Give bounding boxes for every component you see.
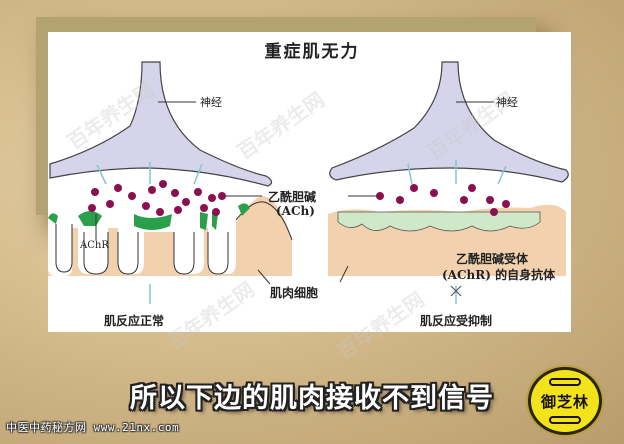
ach-molecules — [88, 180, 510, 216]
release-arrows — [96, 160, 507, 304]
subtitle-caption: 所以下边的肌肉接收不到信号 — [130, 383, 494, 414]
logo-ornament-top — [549, 378, 581, 386]
left-muscle-cell — [48, 196, 293, 276]
muscle-cell-label: 肌肉细胞 — [270, 286, 319, 300]
right-nerve-terminal — [329, 61, 569, 183]
diagram-title: 重症肌无力 — [264, 42, 360, 62]
site-footer: 中医中药秘方网 www.21nx.com — [6, 421, 180, 434]
ach-label: 乙酰胆碱 — [268, 190, 317, 204]
brand-logo: 御芝林 — [528, 367, 602, 435]
left-nerve-label: 神经 — [200, 96, 222, 109]
diagram-board — [48, 32, 571, 332]
ach-abbrev-label: (ACh) — [276, 204, 315, 218]
right-nerve-label: 神经 — [496, 96, 518, 109]
left-result-label: 肌反应正常 — [104, 314, 165, 328]
right-result-label: 肌反应受抑制 — [420, 314, 493, 328]
left-nerve-terminal — [49, 61, 273, 187]
logo-ornament-bottom — [549, 416, 581, 424]
blocked-marker — [450, 285, 462, 297]
antibody-label: 乙酰胆碱受体 — [456, 252, 529, 266]
logo-text: 御芝林 — [540, 392, 589, 411]
right-muscle-cell — [328, 204, 566, 276]
leader-lines — [95, 101, 494, 285]
antibody-abbrev-label: (AChR) 的自身抗体 — [442, 268, 556, 282]
achr-label: AChR — [80, 240, 109, 251]
